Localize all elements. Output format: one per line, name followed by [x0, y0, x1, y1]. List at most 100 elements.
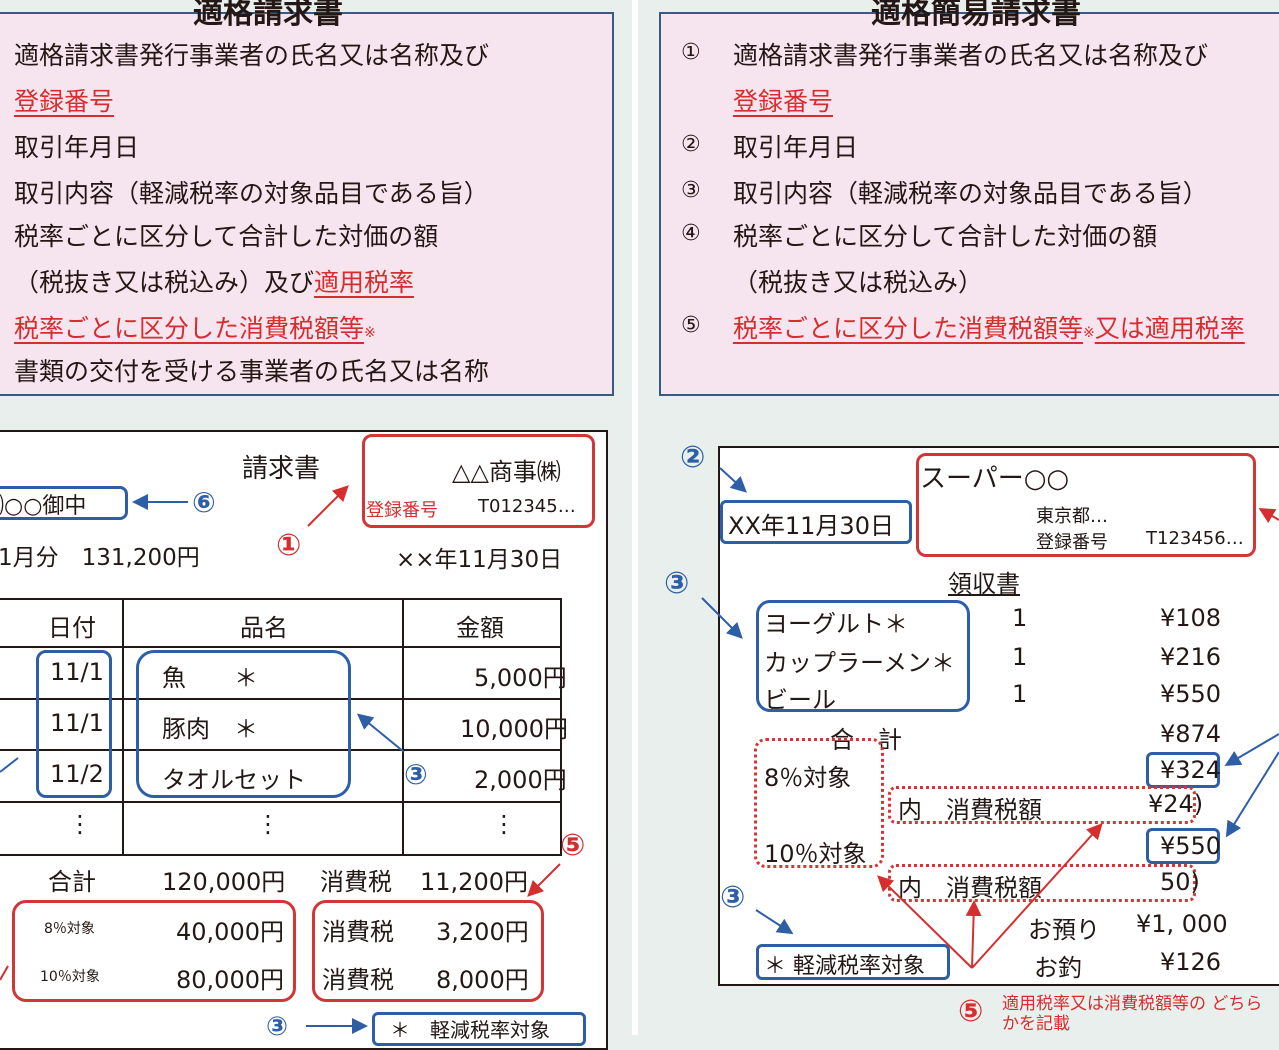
total-amount: 120,000円: [162, 868, 286, 896]
receipt-price-2: ¥216: [1160, 643, 1222, 671]
row-1-date: 11/1: [50, 658, 104, 686]
receipt-reg-no: T123456…: [1146, 528, 1244, 549]
row-2-item: 豚肉 ＊: [162, 715, 258, 743]
receipt-rate8-label: 8％対象: [764, 764, 852, 792]
receipt-qty-2: 1: [1012, 643, 1028, 671]
receipt-price-1: ¥108: [1160, 604, 1222, 632]
invoice-date: ××年11月30日: [396, 547, 563, 573]
date-highlight: [36, 650, 112, 798]
receipt-item-3: ビール: [764, 686, 836, 714]
receipt-price-3: ¥550: [1160, 680, 1222, 708]
invoice-reg-no: T012345…: [478, 496, 576, 517]
req-num-3: ③: [681, 178, 701, 203]
tax10-amount: 8,000円: [436, 966, 529, 994]
tax8-amount: 3,200円: [436, 918, 529, 946]
receipt-reduced-box: [756, 944, 950, 980]
receipt-date: XX年11月30日: [728, 512, 894, 540]
rate10-amount-box: [1146, 828, 1220, 864]
receipt-tax10: 50): [1160, 868, 1200, 896]
marker-3-table: ③: [404, 758, 428, 791]
marker-2: ②: [680, 440, 706, 475]
req-line-4: 取引内容（軽減税率の対象品目である旨）: [14, 179, 489, 208]
blue-arrows: [0, 467, 1279, 1034]
receipt-paid: ¥1, 000: [1136, 910, 1228, 938]
invoice-document: [0, 430, 608, 1050]
items-table: [0, 598, 562, 856]
receipt-items-box: [756, 600, 970, 712]
req-num-5: ⑤: [681, 313, 701, 338]
rate10-amount: 80,000円: [176, 966, 284, 994]
receipt-change: ¥126: [1160, 948, 1222, 976]
req-line-5: 税率ごとに区分して合計した対価の額: [14, 222, 439, 251]
marker-5-receipt: ⑤: [958, 994, 984, 1029]
marker-1-invoice: ①: [276, 528, 302, 563]
receipt-tax8: ¥24): [1148, 790, 1204, 818]
row-2-date: 11/1: [50, 709, 104, 737]
receipt-qty-1: 1: [1012, 604, 1028, 632]
item-highlight: [136, 650, 351, 798]
receipt-item-1: ヨーグルト＊: [764, 610, 908, 638]
panel-title-right: 適格簡易請求書: [871, 0, 1081, 31]
receipt-title: 領収書: [948, 570, 1020, 598]
shop-address: 東京都…: [1036, 506, 1108, 527]
panel-title-left: 適格請求書: [193, 0, 343, 31]
receipt-total: ¥874: [1160, 720, 1222, 748]
receipt-item-2: カップラーメン＊: [764, 649, 956, 677]
col-header-amount: 金額: [456, 614, 504, 642]
req-line-1: 適格請求書発行事業者の氏名又は名称及び: [14, 41, 490, 70]
req-num-1: ①: [681, 40, 701, 65]
rate-amount-box: [12, 900, 296, 1002]
row-2-amount: 10,000円: [460, 715, 568, 743]
red-arrows: [0, 485, 1279, 981]
req-r-line-2: 登録番号: [733, 87, 834, 116]
receipt-reduced-note: ＊ 軽減税率対象: [764, 954, 925, 979]
issuer-box: [362, 434, 595, 528]
tax10-label: 消費税: [322, 966, 394, 994]
marker-6: ⑥: [192, 486, 216, 519]
invoice-reg-label: 登録番号: [366, 500, 438, 521]
rate8-amount: 40,000円: [176, 918, 284, 946]
tax-total: 11,200円: [420, 868, 528, 896]
row-1-item: 魚 ＊: [162, 664, 258, 692]
req-num-4: ④: [681, 221, 701, 246]
total-label: 合計: [48, 868, 96, 896]
requirements-panel-right: 適格簡易請求書 ① 適格請求書発行事業者の氏名又は名称及び 登録番号 ② 取引年…: [659, 0, 1279, 396]
tax-by-rate-box: [312, 900, 544, 1002]
req-r-line-7: 税率ごとに区分した消費税額等※又は適用税率: [733, 314, 1245, 343]
note-text: 適用税率又は消費税額等の どちらかを記載: [1002, 994, 1263, 1034]
req-num-2: ②: [681, 132, 701, 157]
req-line-3: 取引年月日: [14, 133, 140, 162]
req-line-2: 登録番号: [14, 87, 115, 116]
marker-3-receipt: ③: [664, 566, 690, 601]
col-header-date: 日付: [48, 614, 96, 642]
req-line-8: 書類の交付を受ける事業者の氏名又は名称: [14, 357, 490, 386]
shop-name: スーパー○○: [920, 464, 1070, 494]
row-3-date: 11/2: [50, 760, 104, 788]
rate8-label: 8％対象: [44, 921, 95, 937]
marker-5-invoice: ⑤: [560, 828, 586, 863]
shop-box: [916, 453, 1256, 557]
receipt-paid-label: お預り: [1028, 916, 1100, 944]
row-3-item: タオルセット: [162, 766, 306, 794]
marker-3-receipt-note: ③: [720, 880, 746, 915]
row-4-date: ⋮: [68, 810, 92, 838]
receipt-tax8-label: 内 消費税額: [898, 796, 1042, 824]
req-r-line-4: 取引内容（軽減税率の対象品目である旨）: [733, 179, 1208, 208]
receipt-change-label: お釣: [1034, 954, 1082, 982]
receipt-tax10-label: 内 消費税額: [898, 874, 1042, 902]
receipt-rate10-amount: ¥550: [1160, 832, 1222, 860]
req-r-line-3: 取引年月日: [733, 133, 859, 162]
tax8-dotted-box: [888, 786, 1196, 824]
req-r-line-1: 適格請求書発行事業者の氏名又は名称及び: [733, 41, 1209, 70]
receipt-reg-label: 登録番号: [1036, 532, 1108, 553]
req-r-line-5: 税率ごとに区分して合計した対価の額: [733, 222, 1158, 251]
row-1-amount: 5,000円: [474, 664, 567, 692]
row-4-item: ⋮: [256, 810, 280, 838]
col-header-item: 品名: [240, 614, 288, 642]
column-divider: [632, 0, 638, 1035]
req-r-line-6: （税抜き又は税込み）: [733, 268, 984, 297]
invoice-title: 請求書: [242, 454, 321, 484]
invoice-issuer: △△商事㈱: [452, 458, 561, 486]
invoice-customer: ㈱○○御中: [0, 494, 87, 519]
